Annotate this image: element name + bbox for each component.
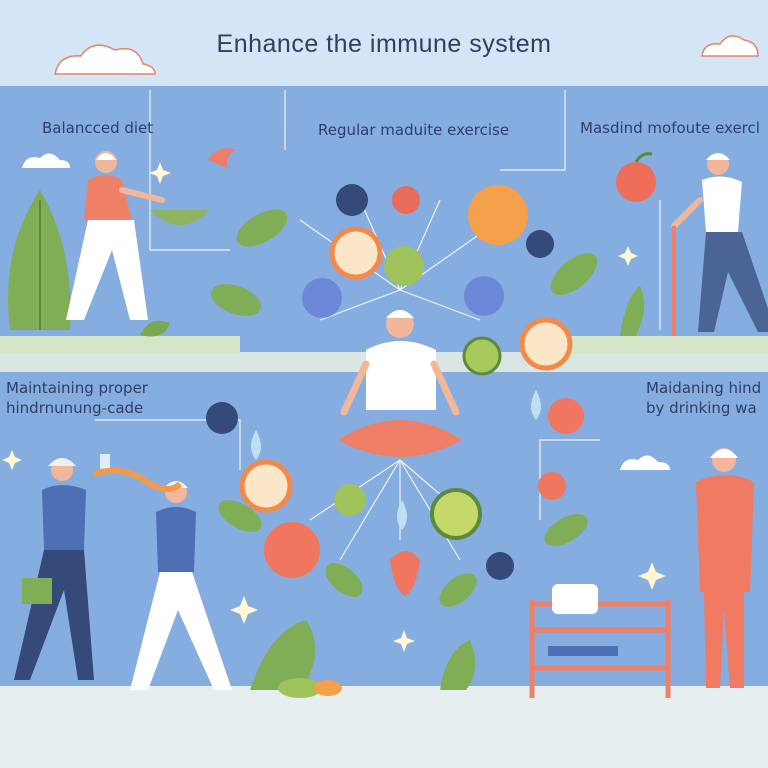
person-praying — [696, 448, 754, 688]
label-moderate-exercise: Masdind mofoute exercl — [580, 119, 760, 137]
bush-icon — [314, 680, 342, 696]
label-regular-exercise: Regular maduite exercise — [318, 121, 510, 139]
label-balanced-diet: Balancced diet — [42, 119, 154, 137]
label-line: Maidaning hind — [646, 379, 762, 397]
berry-icon — [486, 552, 514, 580]
strawberry-icon — [390, 551, 420, 596]
leaf-icon — [439, 573, 477, 607]
person-meditating — [338, 310, 462, 457]
berry-icon — [336, 184, 368, 216]
bush-icon — [278, 678, 322, 698]
pear-icon — [334, 484, 366, 516]
plant-icon — [440, 640, 476, 690]
label-maintaining-proper: Maintaining proper hindrnunung-cade — [6, 378, 148, 418]
label-line: by drinking wa — [646, 399, 757, 417]
cloud-icon — [701, 35, 759, 57]
leaf-icon — [236, 209, 288, 247]
water-glass-icon — [100, 454, 110, 474]
person-with-walking-stick — [671, 153, 768, 336]
person-balanced-diet — [66, 151, 210, 320]
label-drinking-water: Maidaning hind by drinking wa — [646, 378, 761, 418]
leaf-icon — [550, 253, 598, 295]
label-line: hindrnunung-cade — [6, 399, 144, 417]
water-drop-icon — [251, 430, 261, 460]
top-left-ground — [0, 336, 240, 354]
apple-icon — [264, 522, 320, 578]
apple-icon — [548, 398, 584, 434]
book-icon — [548, 646, 618, 656]
person-walking-with-water — [14, 454, 110, 680]
apple-icon — [538, 472, 566, 500]
orange-slice-icon — [239, 459, 293, 513]
page-title: Enhance the immune system — [216, 30, 552, 58]
berry-icon — [206, 402, 238, 434]
leaf-icon — [325, 563, 363, 597]
sparkle-icon — [2, 162, 666, 652]
bird-icon — [208, 148, 236, 168]
pillow-icon — [552, 584, 598, 614]
basket-icon — [150, 210, 210, 225]
cloud-icon — [620, 455, 670, 470]
connector-lines — [95, 90, 661, 561]
plant-icon — [250, 620, 316, 690]
plant-icon — [140, 320, 170, 337]
apple-icon — [616, 152, 656, 202]
orange-slice-icon — [329, 226, 383, 280]
bird-icon — [93, 467, 183, 492]
cloud-icon — [22, 153, 70, 168]
plant-icon — [620, 286, 645, 336]
kiwi-icon — [462, 336, 502, 376]
orange-icon — [468, 185, 528, 245]
label-line: Maintaining proper — [6, 379, 148, 397]
orange-slice-icon — [519, 317, 573, 371]
leaf-icon — [218, 500, 262, 532]
top-right-ground — [560, 336, 768, 354]
folder-icon — [22, 578, 52, 604]
ground-band — [0, 686, 768, 768]
berry-icon — [526, 230, 554, 258]
kiwi-icon — [430, 488, 482, 540]
sky-band — [0, 0, 768, 90]
virus-icon — [392, 186, 420, 214]
leaf-icon — [544, 514, 588, 546]
leaf-icon — [211, 284, 261, 316]
virus-icon — [464, 276, 504, 316]
water-drop-icon — [397, 500, 407, 530]
virus-icon — [302, 278, 342, 318]
cloud-icon — [54, 44, 156, 75]
pear-icon — [384, 246, 424, 286]
water-drop-icon — [531, 390, 541, 420]
